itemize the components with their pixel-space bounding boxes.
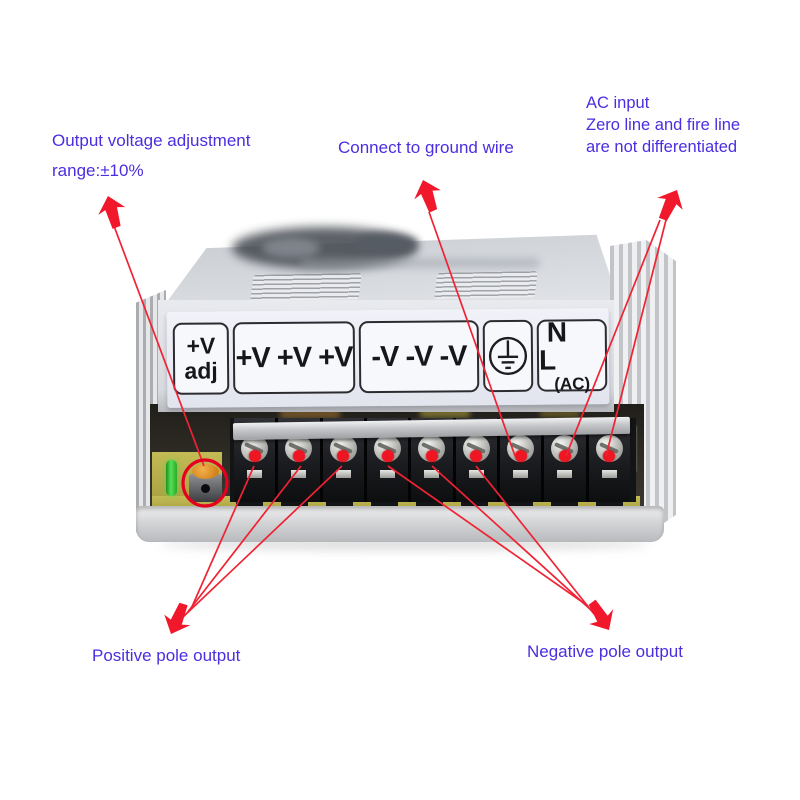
cooling-fan-blur [352, 233, 418, 255]
vent-slots [434, 271, 538, 299]
terminal-contact-tab [380, 470, 396, 478]
earth-ground-icon [488, 336, 528, 376]
annotation-line: are not differentiated [586, 138, 738, 156]
annotation-ac-input: AC input Zero line and fire line are not… [586, 92, 740, 158]
annotation-line: Zero line and fire line [586, 116, 741, 134]
cooling-fan-blur [262, 238, 320, 258]
negative-group-label: -V -V -V [371, 339, 467, 373]
terminal-marker-dot [425, 450, 438, 462]
annotation-line: Output voltage adjustment [52, 131, 251, 150]
positive-group-label: +V +V +V [235, 340, 353, 374]
top-print-blur [300, 258, 540, 268]
label-box-negative-outputs: -V -V -V [358, 320, 480, 394]
terminal-contact-tab [557, 470, 573, 478]
terminal-contact-tab [247, 470, 263, 478]
annotation-line: AC input [586, 94, 650, 112]
label-box-voltage-adjust: +V adj [172, 322, 230, 395]
terminal-marker-dot [248, 450, 261, 462]
adj-label-top: +V [186, 332, 216, 359]
annotation-ground: Connect to ground wire [338, 138, 514, 157]
terminal-marker-dot [558, 450, 571, 462]
arrow-ac-input [657, 190, 683, 221]
terminal-contact-tab [335, 470, 351, 478]
component-blur [540, 408, 580, 418]
label-box-positive-outputs: +V +V +V [232, 321, 356, 395]
psu-base-plate [136, 506, 664, 542]
terminal-marker-dot [381, 450, 394, 462]
adj-label-bottom: adj [184, 357, 218, 384]
arrow-negative-output [588, 599, 614, 630]
arrow-ground [414, 180, 441, 213]
voltage-trimmer-knob [192, 464, 219, 479]
terminal-marker-dot [292, 450, 305, 462]
label-box-ac-input: N L (AC) [536, 315, 608, 394]
annotation-line: range:±10% [52, 161, 144, 180]
label-box-ground [482, 319, 534, 393]
terminal-marker-dot [514, 450, 527, 462]
terminal-marker-dot [337, 450, 350, 462]
annotation-negative-output: Negative pole output [527, 642, 683, 661]
terminal-contact-tab [291, 470, 307, 478]
vent-slots [250, 273, 362, 301]
voltage-trimmer-screw [201, 484, 210, 493]
ac-sub-label: (AC) [554, 373, 591, 394]
terminal-label-sticker: +V adj +V +V +V -V -V -V N L (AC) [166, 308, 610, 408]
terminal-contact-tab [468, 470, 484, 478]
annotation-positive-output: Positive pole output [92, 646, 241, 665]
arrow-voltage-adjust [98, 196, 126, 229]
terminal-contact-tab [424, 470, 440, 478]
annotation-output-adjustment: Output voltage adjustment range:±10% [52, 126, 250, 186]
terminal-contact-tab [601, 470, 617, 478]
power-led [166, 460, 177, 496]
ac-nl-label: N L [538, 315, 576, 376]
terminal-contact-tab [513, 470, 529, 478]
arrow-positive-output [164, 602, 191, 634]
